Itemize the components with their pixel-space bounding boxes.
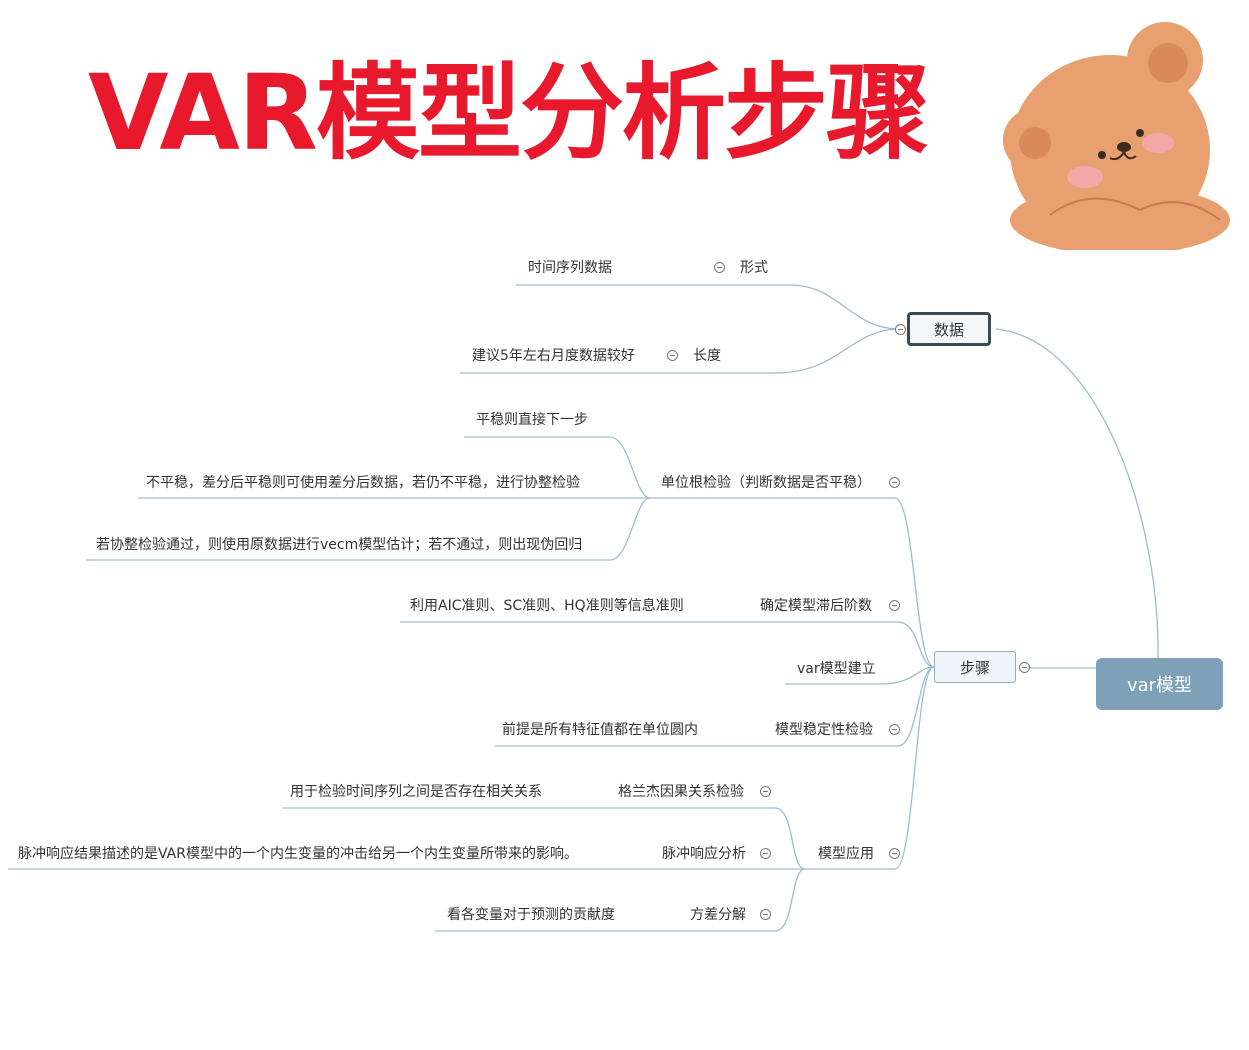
granger-detail: 用于检验时间序列之间是否存在相关关系 [290, 784, 542, 800]
stability-detail: 前提是所有特征值都在单位圆内 [502, 722, 698, 738]
impulse-detail: 脉冲响应结果描述的是VAR模型中的一个内生变量的冲击给另一个内生变量所带来的影响… [18, 846, 578, 862]
data-node[interactable]: 数据 [907, 312, 991, 346]
length-detail-label: 建议5年左右月度数据较好 [472, 348, 635, 364]
collapse-icon[interactable] [889, 600, 900, 611]
collapse-icon[interactable] [889, 477, 900, 488]
application-node[interactable]: 模型应用 [818, 846, 874, 862]
unit-root-detail-2: 不平稳，差分后平稳则可使用差分后数据，若仍不平稳，进行协整检验 [146, 475, 580, 491]
form-label[interactable]: 形式 [740, 260, 768, 276]
collapse-icon[interactable] [1019, 662, 1030, 673]
collapse-icon[interactable] [714, 262, 725, 273]
unit-root-node[interactable]: 单位根检验（判断数据是否平稳） [661, 475, 871, 491]
unit-root-detail-3: 若协整检验通过，则使用原数据进行vecm模型估计；若不通过，则出现伪回归 [96, 537, 583, 553]
build-node[interactable]: var模型建立 [797, 661, 876, 677]
variance-node[interactable]: 方差分解 [690, 907, 746, 923]
teddy-bear-illustration [1003, 22, 1230, 250]
collapse-icon[interactable] [667, 350, 678, 361]
page-title: VAR模型分析步骤 [88, 52, 930, 174]
lag-node[interactable]: 确定模型滞后阶数 [760, 598, 872, 614]
collapse-icon[interactable] [889, 724, 900, 735]
variance-detail: 看各变量对于预测的贡献度 [447, 907, 615, 923]
collapse-icon[interactable] [760, 786, 771, 797]
collapse-icon[interactable] [760, 848, 771, 859]
steps-node[interactable]: 步骤 [934, 651, 1016, 683]
impulse-node[interactable]: 脉冲响应分析 [662, 846, 746, 862]
length-label[interactable]: 长度 [693, 348, 721, 364]
granger-node[interactable]: 格兰杰因果关系检验 [618, 784, 744, 800]
lag-detail: 利用AIC准则、SC准则、HQ准则等信息准则 [410, 598, 684, 614]
unit-root-detail-1: 平稳则直接下一步 [476, 412, 588, 428]
form-detail-label: 时间序列数据 [528, 260, 612, 276]
stability-node[interactable]: 模型稳定性检验 [775, 722, 873, 738]
collapse-icon[interactable] [760, 909, 771, 920]
root-node[interactable]: var模型 [1096, 658, 1223, 710]
collapse-icon[interactable] [895, 324, 906, 335]
collapse-icon[interactable] [889, 848, 900, 859]
